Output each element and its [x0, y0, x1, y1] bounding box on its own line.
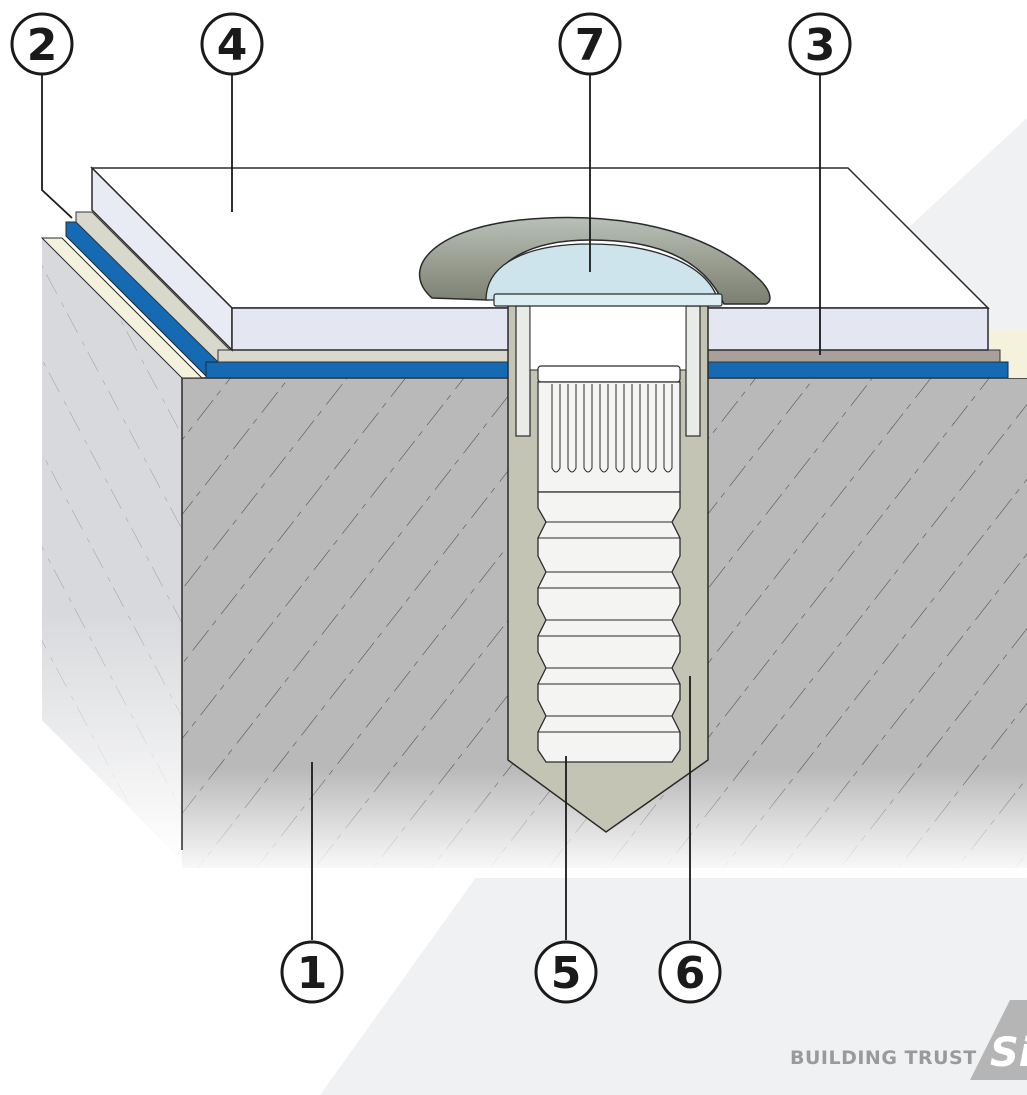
leader-lines	[41, 70, 821, 940]
brand-tagline: BUILDING TRUST	[790, 1047, 977, 1069]
callout-5-label: 5	[551, 948, 582, 999]
callout-5: 5	[534, 940, 598, 1004]
callout-4-label: 4	[217, 20, 248, 71]
concrete-top-edge-right	[985, 330, 1027, 378]
anchor-eye-cap	[418, 216, 771, 307]
brand-logo-text: Si	[990, 1030, 1027, 1076]
callout-2-label: 2	[27, 20, 58, 71]
callout-1-label: 1	[297, 948, 328, 999]
beige-layer	[75, 211, 519, 363]
callout-6: 6	[658, 940, 722, 1004]
callout-6-label: 6	[675, 948, 706, 999]
concrete-side-face	[42, 238, 182, 860]
anchor-body	[537, 365, 681, 763]
callout-2: 2	[10, 12, 74, 76]
callout-4: 4	[200, 12, 264, 76]
callout-7: 7	[558, 12, 622, 76]
callout-1: 1	[280, 940, 344, 1004]
callout-7-label: 7	[575, 20, 606, 71]
callout-3: 3	[788, 12, 852, 76]
brand-logo: Si	[970, 1000, 1027, 1080]
leader-line-2	[41, 70, 73, 219]
callout-3-label: 3	[805, 20, 836, 71]
brown-layer	[705, 349, 1001, 363]
anchor-sleeve	[515, 305, 701, 437]
concrete-top-edge	[40, 237, 204, 379]
blue-membrane-layer	[65, 221, 1009, 379]
